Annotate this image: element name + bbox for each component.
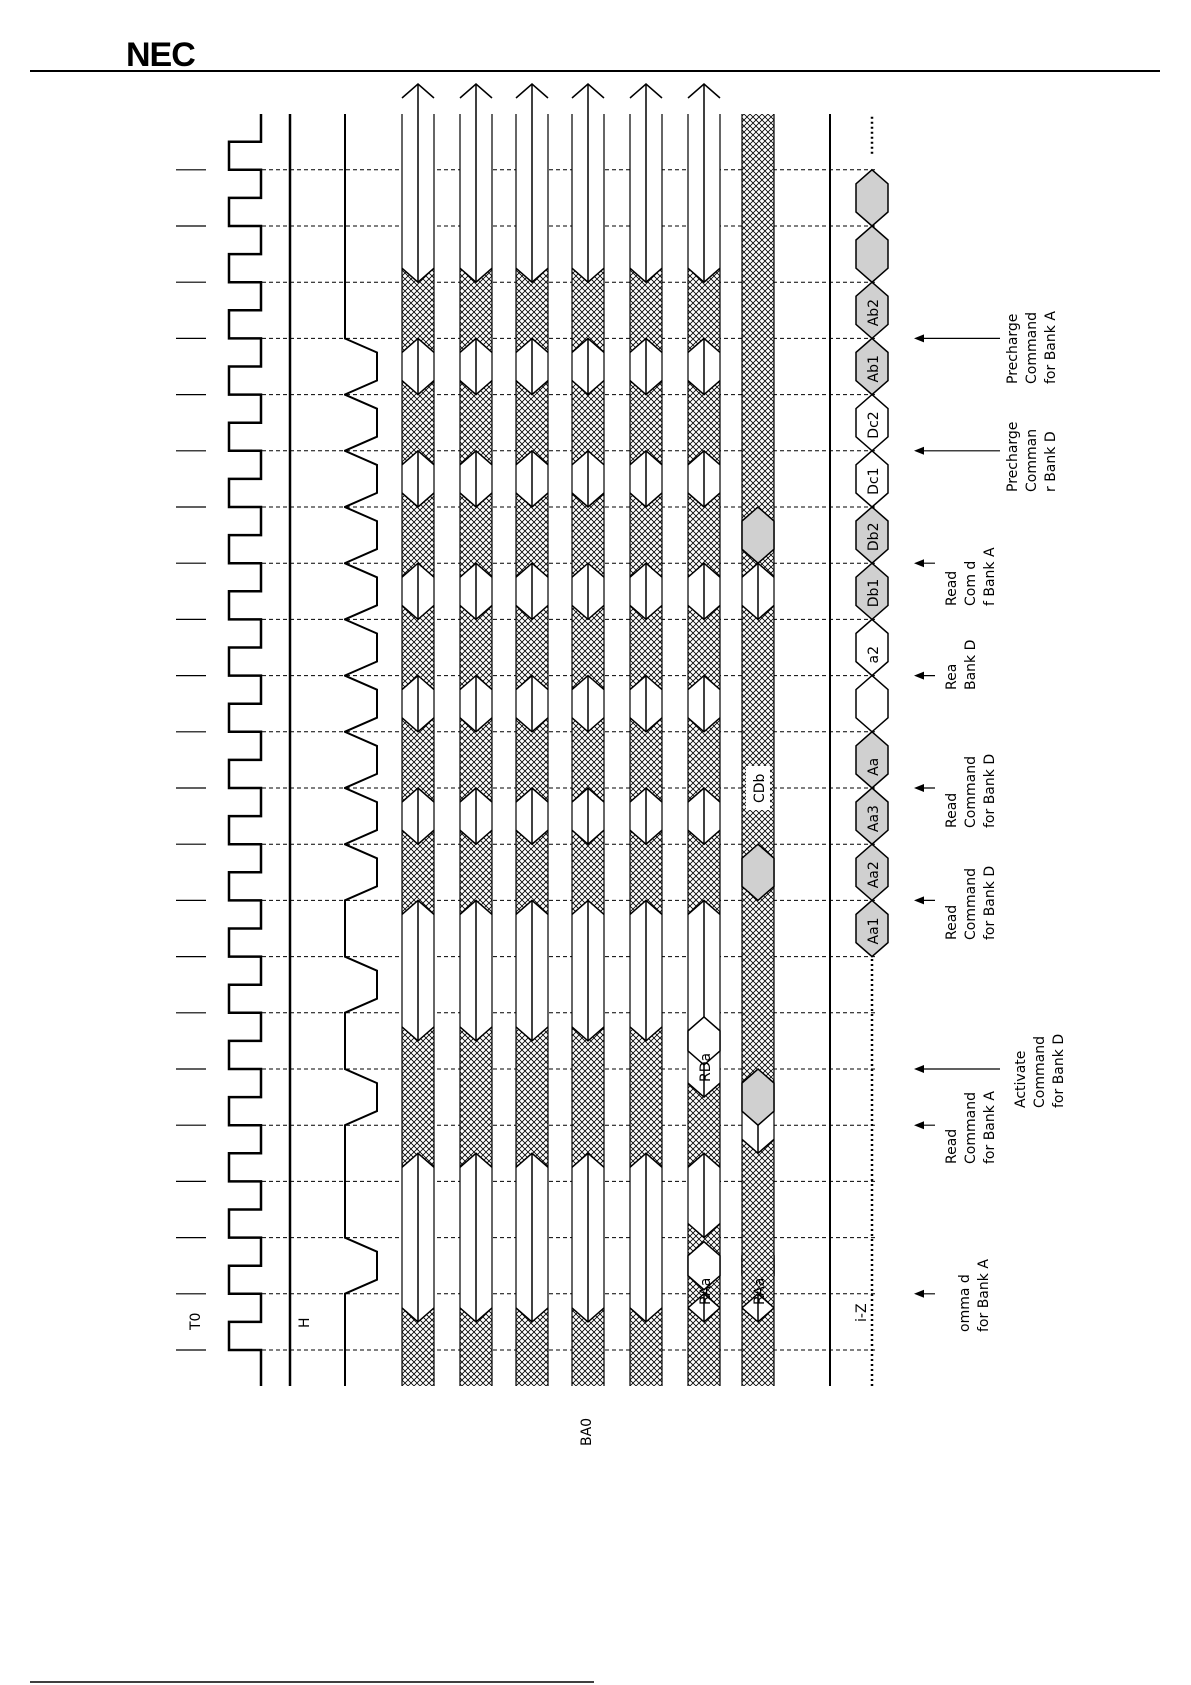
label-row-a-1: RAa bbox=[698, 1278, 714, 1305]
clock-grid bbox=[262, 170, 875, 1350]
label-hi-z: i-Z bbox=[854, 1303, 870, 1322]
arrow-head bbox=[914, 334, 924, 342]
dq-label: Dc2 bbox=[866, 411, 882, 438]
dq-label: Aa bbox=[866, 758, 882, 776]
dq-label: Aa2 bbox=[866, 861, 882, 888]
dq-label: a2 bbox=[866, 646, 882, 664]
dqm-bus bbox=[742, 114, 774, 1386]
label-ba0: BA0 bbox=[579, 1418, 595, 1446]
arrow-head bbox=[914, 784, 924, 792]
label-high: H bbox=[297, 1317, 313, 1328]
address-bus-group bbox=[402, 84, 774, 1386]
dq-label: Ab2 bbox=[866, 299, 882, 326]
arrow-head bbox=[914, 447, 924, 455]
dq-label: Ab1 bbox=[866, 355, 882, 382]
arrow-head bbox=[914, 1065, 924, 1073]
label-row-a-2: RAa bbox=[752, 1278, 768, 1305]
dq-label: Aa1 bbox=[866, 917, 882, 944]
label-row-d: RDa bbox=[698, 1053, 714, 1082]
arrow-head bbox=[914, 896, 924, 904]
arrow-head bbox=[914, 672, 924, 680]
dq-label: Dc1 bbox=[866, 468, 882, 495]
dq-label: Aa3 bbox=[866, 805, 882, 832]
dq-label: Db2 bbox=[866, 523, 882, 552]
arrow-head bbox=[914, 1121, 924, 1129]
label-col-d: CDb bbox=[752, 773, 768, 803]
dq-cell bbox=[856, 676, 888, 732]
dq-cell bbox=[856, 170, 888, 226]
command-waveform bbox=[345, 114, 377, 1386]
nec-logo: NEC bbox=[126, 36, 195, 74]
dq-label: Db1 bbox=[866, 579, 882, 608]
label-t0: T0 bbox=[188, 1313, 204, 1331]
clock-waveform bbox=[229, 114, 261, 1386]
dq-cell bbox=[856, 226, 888, 282]
arrow-head bbox=[914, 1290, 924, 1298]
arrow-head bbox=[914, 559, 924, 567]
clock-edge-ticks bbox=[176, 170, 206, 1350]
bus-hatch bbox=[742, 114, 774, 1386]
dq-bus: Aa1 Aa2 Aa3 Aa a2 Db1 Db2 Dc1 Dc2 Ab1 Ab2 bbox=[856, 114, 888, 1386]
